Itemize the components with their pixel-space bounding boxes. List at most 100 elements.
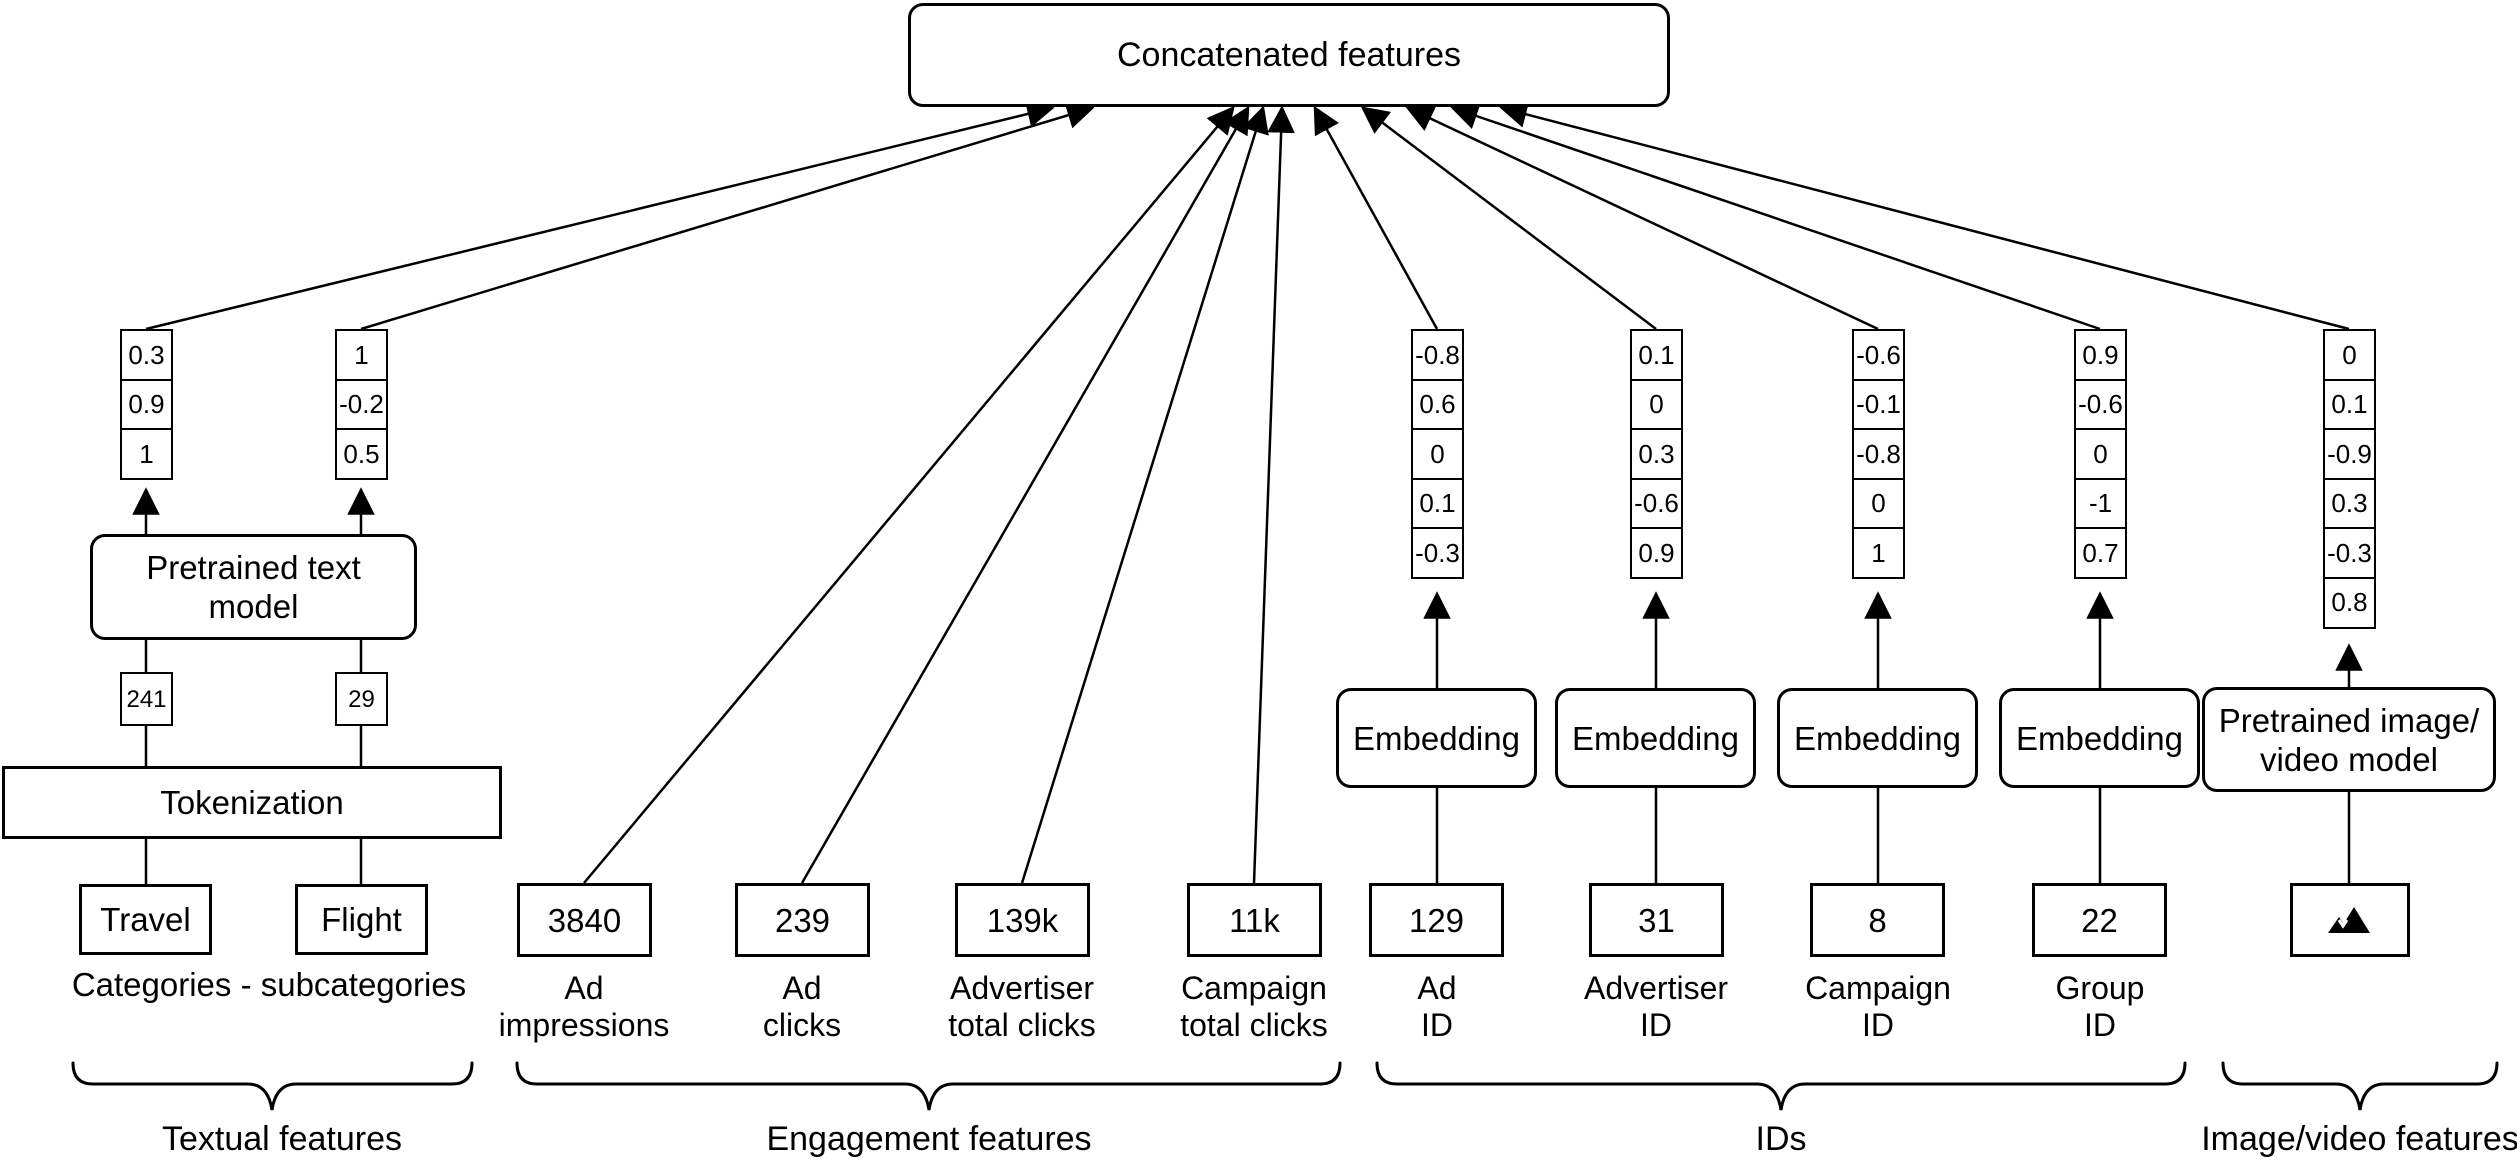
- embedding-box-ad-id: Embedding: [1336, 688, 1537, 788]
- group-label-ids: IDs: [1755, 1120, 1807, 1158]
- vector-cell: 0.1: [1630, 329, 1683, 381]
- categories-subcategories-caption: Categories - subcategories: [71, 966, 467, 1003]
- ad-id-embedding-vector: -0.8 0.6 0 0.1 -0.3: [1411, 329, 1464, 579]
- group-id-value-box: 22: [2032, 883, 2167, 957]
- campaign-id-value: 8: [1868, 901, 1887, 939]
- label-line: ID: [1421, 1007, 1453, 1043]
- ad-impressions-label: Ad impressions: [474, 970, 694, 1044]
- token-id-value: 29: [348, 685, 375, 713]
- vector-cell: 0.9: [2074, 329, 2127, 381]
- ad-clicks-value: 239: [774, 901, 831, 939]
- input-flight-label: Flight: [321, 901, 402, 938]
- brace-textual-features: [71, 1061, 474, 1111]
- pretrained-image-video-model-label-line1: Pretrained image/: [2218, 701, 2480, 739]
- group-label-engagement-features: Engagement features: [766, 1120, 1092, 1158]
- tokenization-box: Tokenization: [2, 766, 502, 839]
- arrow-campaign-clicks-to-concat: [1252, 105, 1295, 884]
- vector-cell: -0.1: [1852, 378, 1905, 431]
- vector-cell: -0.9: [2323, 428, 2376, 480]
- vector-cell: -0.3: [2323, 527, 2376, 579]
- vector-cell: 0.1: [1411, 477, 1464, 530]
- vector-cell: -1: [2074, 477, 2127, 530]
- advertiser-total-clicks-value-box: 139k: [955, 883, 1090, 957]
- embedding-box-group-id: Embedding: [1999, 688, 2200, 788]
- campaign-id-label: Campaign ID: [1768, 970, 1988, 1044]
- brace-image-video-features: [2221, 1061, 2499, 1111]
- embedding-label: Embedding: [1353, 719, 1520, 757]
- label-line: Campaign: [1181, 970, 1327, 1006]
- arrow-textvec1-to-concat: [145, 100, 1055, 331]
- vector-cell: 0.5: [335, 428, 388, 480]
- vector-cell: 0: [2074, 428, 2127, 480]
- vector-cell: 0: [1411, 428, 1464, 480]
- label-line: Ad: [564, 970, 604, 1006]
- pretrained-image-video-model-label-line2: video model: [2260, 740, 2438, 778]
- vector-cell: 1: [1852, 527, 1905, 579]
- label-line: clicks: [762, 1007, 842, 1043]
- advertiser-id-label: Advertiser ID: [1546, 970, 1766, 1044]
- input-travel-label: Travel: [100, 901, 191, 938]
- vector-cell: 0.3: [2323, 477, 2376, 530]
- pretrained-text-model-label-line1: Pretrained text: [146, 549, 361, 586]
- label-line: Advertiser: [949, 970, 1095, 1006]
- image-video-feature-vector: 0 0.1 -0.9 0.3 -0.3 0.8: [2323, 329, 2376, 629]
- arrow-advertiserid-vec-to-concat: [1360, 106, 1657, 330]
- ad-clicks-label: Ad clicks: [692, 970, 912, 1044]
- token-id-box-2: 29: [335, 672, 388, 726]
- vector-cell: 0: [1630, 378, 1683, 431]
- ad-id-label: Ad ID: [1327, 970, 1547, 1044]
- vector-cell: 0: [1852, 477, 1905, 530]
- ad-impressions-value: 3840: [547, 901, 622, 939]
- vector-cell: -0.6: [1630, 477, 1683, 530]
- vector-cell: 0: [2323, 329, 2376, 381]
- group-id-value: 22: [2081, 901, 2118, 939]
- label-line: Advertiser: [1583, 970, 1729, 1006]
- vector-cell: 0.6: [1411, 378, 1464, 431]
- label-line: Campaign: [1805, 970, 1951, 1006]
- arrow-ad-impressions-to-concat: [583, 105, 1235, 884]
- token-id-value: 241: [126, 685, 167, 713]
- vector-cell: -0.8: [1411, 329, 1464, 381]
- label-line: ID: [2084, 1007, 2116, 1043]
- label-line: Group: [2055, 970, 2145, 1006]
- image-input-box: [2290, 883, 2410, 957]
- brace-engagement-features: [515, 1061, 1342, 1111]
- concatenated-features-label: Concatenated features: [1116, 35, 1462, 74]
- vector-cell: 1: [335, 329, 388, 381]
- pretrained-image-video-model-box: Pretrained image/ video model: [2202, 687, 2496, 792]
- group-id-embedding-vector: 0.9 -0.6 0 -1 0.7: [2074, 329, 2127, 579]
- label-line: total clicks: [948, 1007, 1096, 1043]
- token-id-box-1: 241: [120, 672, 173, 726]
- ad-impressions-value-box: 3840: [517, 883, 652, 957]
- campaign-total-clicks-value: 11k: [1229, 901, 1280, 939]
- label-line: total clicks: [1180, 1007, 1328, 1043]
- input-box-flight: Flight: [295, 884, 428, 955]
- vector-cell: -0.3: [1411, 527, 1464, 579]
- vector-cell: 0.3: [120, 329, 173, 381]
- label-line: ID: [1862, 1007, 1894, 1043]
- vector-cell: 0.3: [1630, 428, 1683, 480]
- label-line: ID: [1640, 1007, 1672, 1043]
- advertiser-id-embedding-vector: 0.1 0 0.3 -0.6 0.9: [1630, 329, 1683, 579]
- advertiser-total-clicks-label: Advertiser total clicks: [912, 970, 1132, 1044]
- ad-id-value-box: 129: [1369, 883, 1504, 957]
- label-line: Ad: [782, 970, 822, 1006]
- vector-cell: 1: [120, 428, 173, 480]
- vector-cell: -0.2: [335, 378, 388, 431]
- group-label-textual-features: Textual features: [161, 1120, 403, 1158]
- arrow-campaignid-vec-to-concat: [1405, 106, 1879, 331]
- concatenated-features-box: Concatenated features: [908, 3, 1670, 107]
- campaign-total-clicks-value-box: 11k: [1187, 883, 1322, 957]
- embedding-box-advertiser-id: Embedding: [1555, 688, 1756, 788]
- group-label-image-video-features: Image/video features: [2201, 1120, 2517, 1158]
- vector-cell: -0.8: [1852, 428, 1905, 480]
- vector-cell: -0.6: [1852, 329, 1905, 381]
- arrow-imagevec-to-concat: [1499, 100, 2350, 331]
- arrow-ad-clicks-to-concat: [800, 105, 1250, 884]
- embedding-label: Embedding: [1794, 719, 1961, 757]
- text-vector-2: 1 -0.2 0.5: [335, 329, 388, 480]
- embedding-label: Embedding: [1572, 719, 1739, 757]
- mountain-image-placeholder-icon: [2328, 907, 2370, 933]
